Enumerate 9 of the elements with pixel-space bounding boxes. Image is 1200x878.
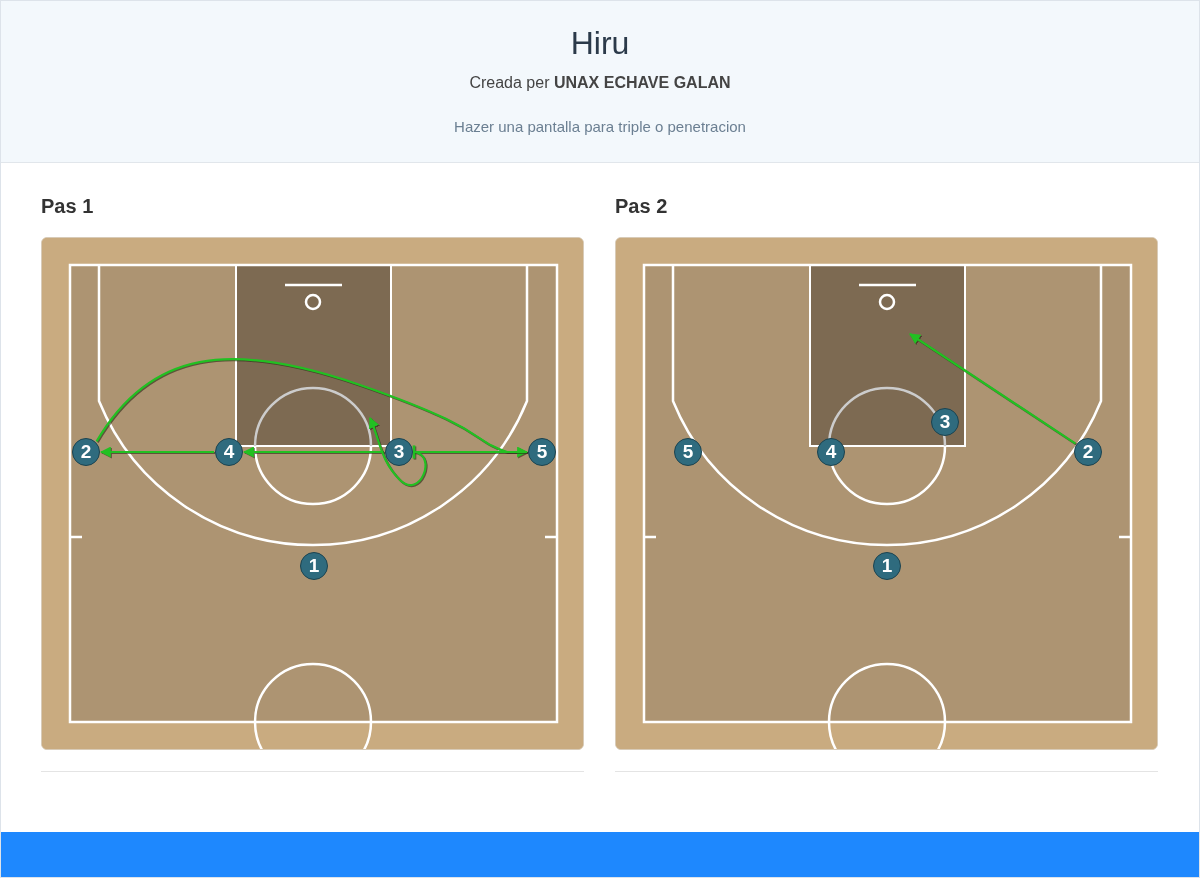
movement-arrow [909, 333, 1077, 445]
movement-arrow [242, 446, 384, 458]
movement-arrow [368, 417, 427, 487]
section-heading: Pas 1 [41, 195, 94, 218]
author-line: Creada per UNAX ECHAVE GALAN [468, 74, 732, 92]
title: Hiru [569, 25, 631, 62]
movement-arrow [99, 446, 214, 458]
section-heading: Pas 2 [615, 195, 668, 218]
description: Hazer una pantalla para triple o penetracion [453, 118, 747, 135]
